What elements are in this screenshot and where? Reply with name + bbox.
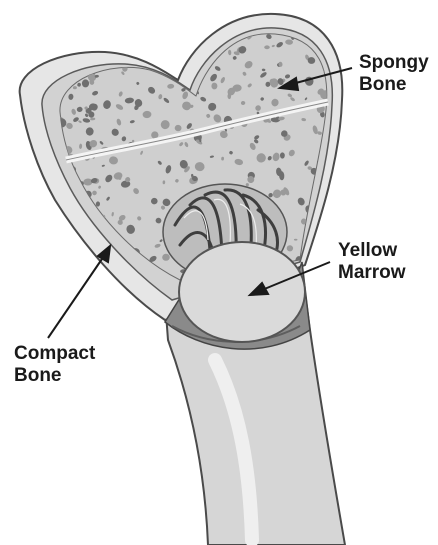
trabecula-speck xyxy=(76,46,80,49)
compact-bone-label-line2: Bone xyxy=(14,365,95,387)
trabecula-speck xyxy=(82,79,89,87)
trabecula-speck xyxy=(62,41,74,52)
trabecula-speck xyxy=(280,152,285,158)
trabecula-speck xyxy=(54,223,62,231)
spongy-bone-label: Spongy Bone xyxy=(359,52,429,96)
trabecula-speck xyxy=(102,272,110,282)
trabecula-speck xyxy=(146,35,150,39)
yellow-marrow xyxy=(179,242,305,342)
trabecula-speck xyxy=(60,33,71,44)
trabecula-speck xyxy=(74,31,83,40)
trabecula-speck xyxy=(173,44,184,56)
trabecula-speck xyxy=(327,220,336,229)
trabecula-speck xyxy=(310,277,315,282)
trabecula-speck xyxy=(329,30,334,36)
trabecula-speck xyxy=(95,42,99,46)
trabecula-speck xyxy=(320,242,325,247)
yellow-marrow-label-line2: Marrow xyxy=(338,262,406,284)
trabecula-speck xyxy=(123,30,133,41)
trabecula-speck xyxy=(146,54,154,60)
trabecula-speck xyxy=(329,269,337,277)
trabecula-speck xyxy=(73,254,81,262)
compact-bone-arrow xyxy=(48,256,104,338)
trabecula-speck xyxy=(67,38,75,46)
trabecula-speck xyxy=(128,29,133,33)
trabecula-speck xyxy=(103,29,106,32)
trabecula-speck xyxy=(81,31,87,37)
trabecula-speck xyxy=(84,260,93,268)
trabecula-speck xyxy=(81,255,86,260)
trabecula-speck xyxy=(56,231,64,239)
trabecula-speck xyxy=(85,27,96,38)
trabecula-speck xyxy=(57,256,60,262)
trabecula-speck xyxy=(67,257,75,265)
trabecula-speck xyxy=(96,32,108,44)
trabecula-speck xyxy=(57,46,62,51)
trabecula-speck xyxy=(326,195,335,204)
trabecula-speck xyxy=(324,250,328,254)
trabecula-speck xyxy=(68,264,78,274)
trabecula-speck xyxy=(56,233,61,237)
trabecula-speck xyxy=(58,243,64,249)
trabecula-speck xyxy=(82,267,90,275)
trabecula-speck xyxy=(169,59,174,65)
trabecula-speck xyxy=(188,30,193,35)
trabecula-speck xyxy=(80,43,89,50)
compact-bone-label: Compact Bone xyxy=(14,343,95,387)
trabecula-speck xyxy=(321,232,331,243)
trabecula-speck xyxy=(164,56,168,60)
trabecula-speck xyxy=(329,210,335,218)
trabecula-speck xyxy=(179,51,183,55)
trabecula-speck xyxy=(94,28,100,35)
trabecula-speck xyxy=(87,42,94,48)
trabecula-speck xyxy=(75,268,80,273)
trabecula-speck xyxy=(264,45,270,49)
trabecula-speck xyxy=(191,41,196,46)
spongy-bone-label-line1: Spongy xyxy=(359,52,429,74)
trabecula-speck xyxy=(78,264,89,275)
trabecula-speck xyxy=(314,279,319,285)
trabecula-speck xyxy=(94,36,100,41)
trabecula-speck xyxy=(155,49,159,55)
trabecula-speck xyxy=(96,25,108,37)
trabecula-speck xyxy=(87,28,98,39)
trabecula-speck xyxy=(140,41,147,50)
yellow-marrow-label: Yellow Marrow xyxy=(338,240,406,284)
compact-bone-label-line1: Compact xyxy=(14,343,95,365)
trabecula-speck xyxy=(94,28,106,40)
spongy-bone-label-line2: Bone xyxy=(359,74,429,96)
trabecula-speck xyxy=(52,280,60,288)
trabecula-speck xyxy=(52,249,63,259)
yellow-marrow-label-line1: Yellow xyxy=(338,240,406,262)
